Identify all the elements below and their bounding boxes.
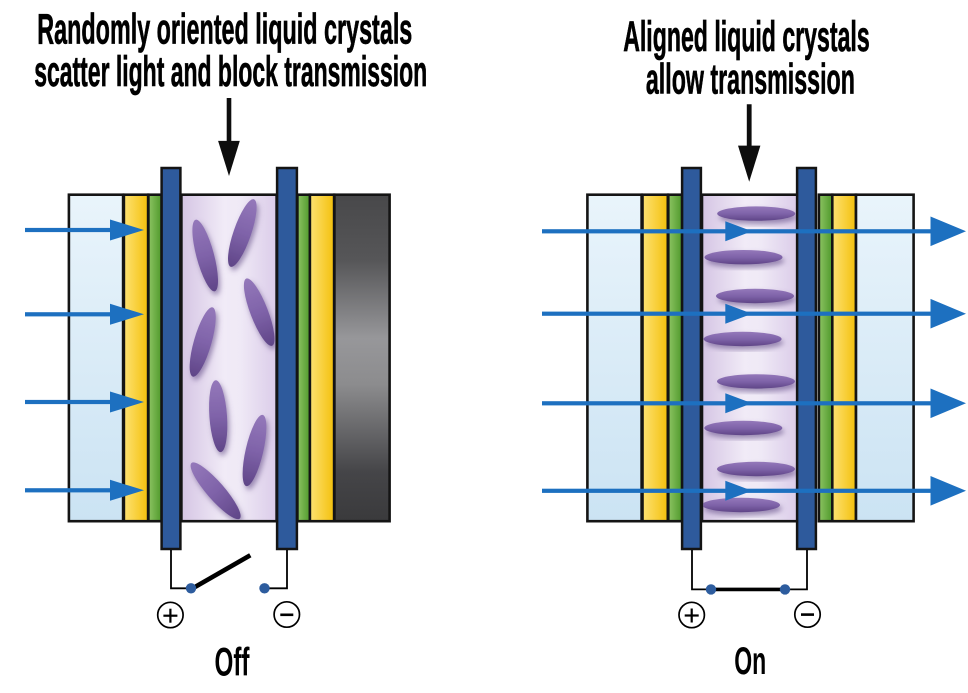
svg-text:scatter light and block transm: scatter light and block transmission (34, 48, 427, 96)
svg-text:Aligned liquid crystals: Aligned liquid crystals (623, 13, 870, 61)
svg-text:allow transmission: allow transmission (646, 56, 855, 104)
svg-text:Randomly oriented liquid cryst: Randomly oriented liquid crystals (37, 6, 412, 54)
svg-text:Off: Off (215, 641, 251, 685)
svg-text:On: On (734, 640, 766, 683)
